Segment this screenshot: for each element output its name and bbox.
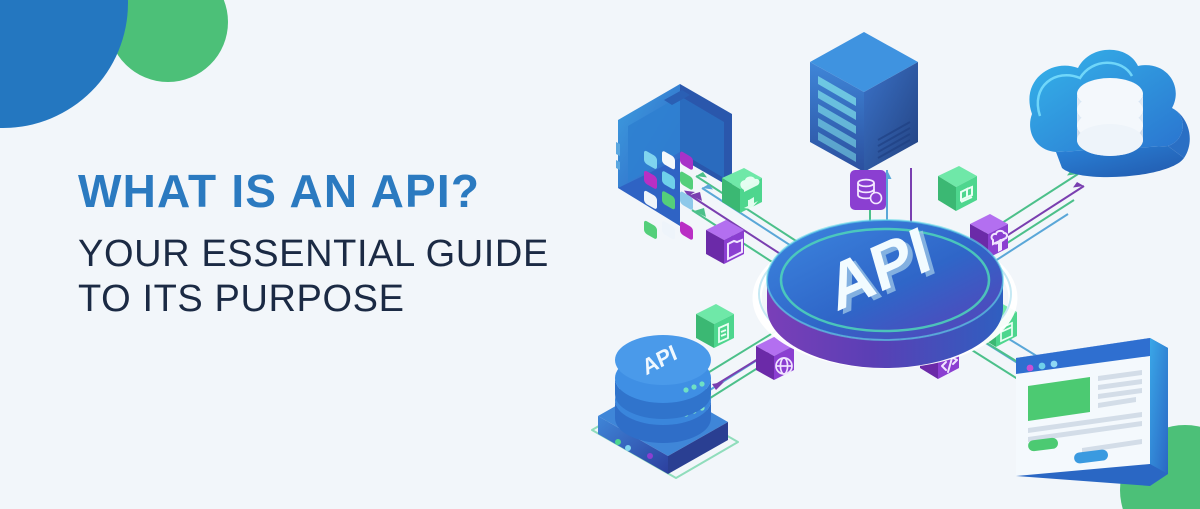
subtitle-line-2: TO ITS PURPOSE <box>78 277 405 320</box>
headline-block: WHAT IS AN API? YOUR ESSENTIAL GUIDE TO … <box>78 168 618 322</box>
badge-database-icon <box>850 170 886 210</box>
decorative-blue-circle-top-left <box>0 0 128 128</box>
cloud-storage <box>1029 49 1190 178</box>
badge-cloud-download-icon <box>722 168 762 213</box>
mobile-device <box>616 84 732 240</box>
page-title: WHAT IS AN API? <box>78 165 481 217</box>
badge-plug-connector-icon <box>938 166 977 211</box>
api-hub: API API <box>752 212 1018 369</box>
badge-document-icon <box>696 304 734 348</box>
api-database-stack: API <box>591 335 739 479</box>
api-integration-illustration: API <box>570 8 1200 503</box>
web-browser <box>1016 338 1168 486</box>
database-cylinder-icon <box>1077 78 1143 156</box>
badge-folder-icon <box>706 220 744 264</box>
subtitle-line-1: YOUR ESSENTIAL GUIDE <box>78 233 549 275</box>
server-tower <box>810 32 918 172</box>
